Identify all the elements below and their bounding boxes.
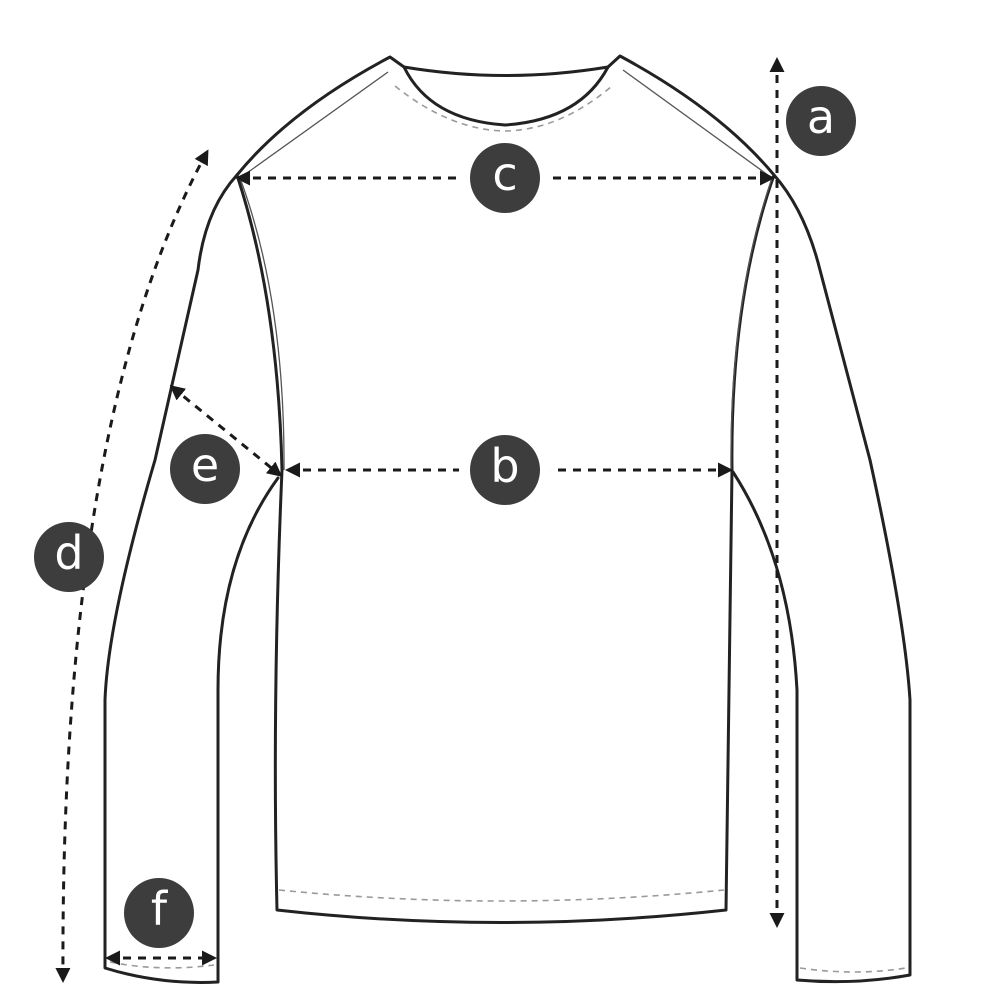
right-shoulder-seam (622, 69, 773, 179)
shirt-neckline (402, 65, 610, 127)
badge-c-circle (470, 143, 540, 213)
label-badge-f: f (124, 878, 194, 948)
badge-f-text: f (151, 882, 169, 936)
measurement-lines (55, 57, 785, 983)
right-sleeve-outline (731, 173, 912, 984)
label-badge-d: d (34, 522, 104, 592)
hem-stitching (278, 889, 725, 902)
left-sleeve-outline (103, 173, 280, 984)
measurement-labels: a c b e d f (34, 86, 856, 948)
badge-a-circle (786, 86, 856, 156)
badge-f-circle (124, 878, 194, 948)
badge-b-circle (470, 435, 540, 505)
badge-c-text: c (492, 147, 517, 201)
shirt-body-outline (235, 54, 776, 924)
right-cuff-stitching (799, 967, 907, 973)
right-side-seam (730, 177, 773, 471)
measure-line-d-sleeve (55, 149, 209, 983)
neckline-stitching (394, 85, 613, 132)
badge-e-text: e (191, 438, 219, 492)
label-badge-c: c (459, 132, 551, 224)
badge-a-text: a (807, 90, 835, 144)
badge-b-text: b (490, 439, 519, 493)
label-badge-b: b (459, 424, 551, 516)
badge-d-circle (34, 522, 104, 592)
label-badge-e: e (170, 434, 240, 504)
left-cuff-stitching (109, 961, 215, 969)
badge-d-text: d (54, 526, 83, 580)
badge-e-circle (170, 434, 240, 504)
left-side-seam (239, 177, 285, 471)
label-badge-a: a (786, 86, 856, 156)
left-shoulder-seam (239, 71, 389, 179)
